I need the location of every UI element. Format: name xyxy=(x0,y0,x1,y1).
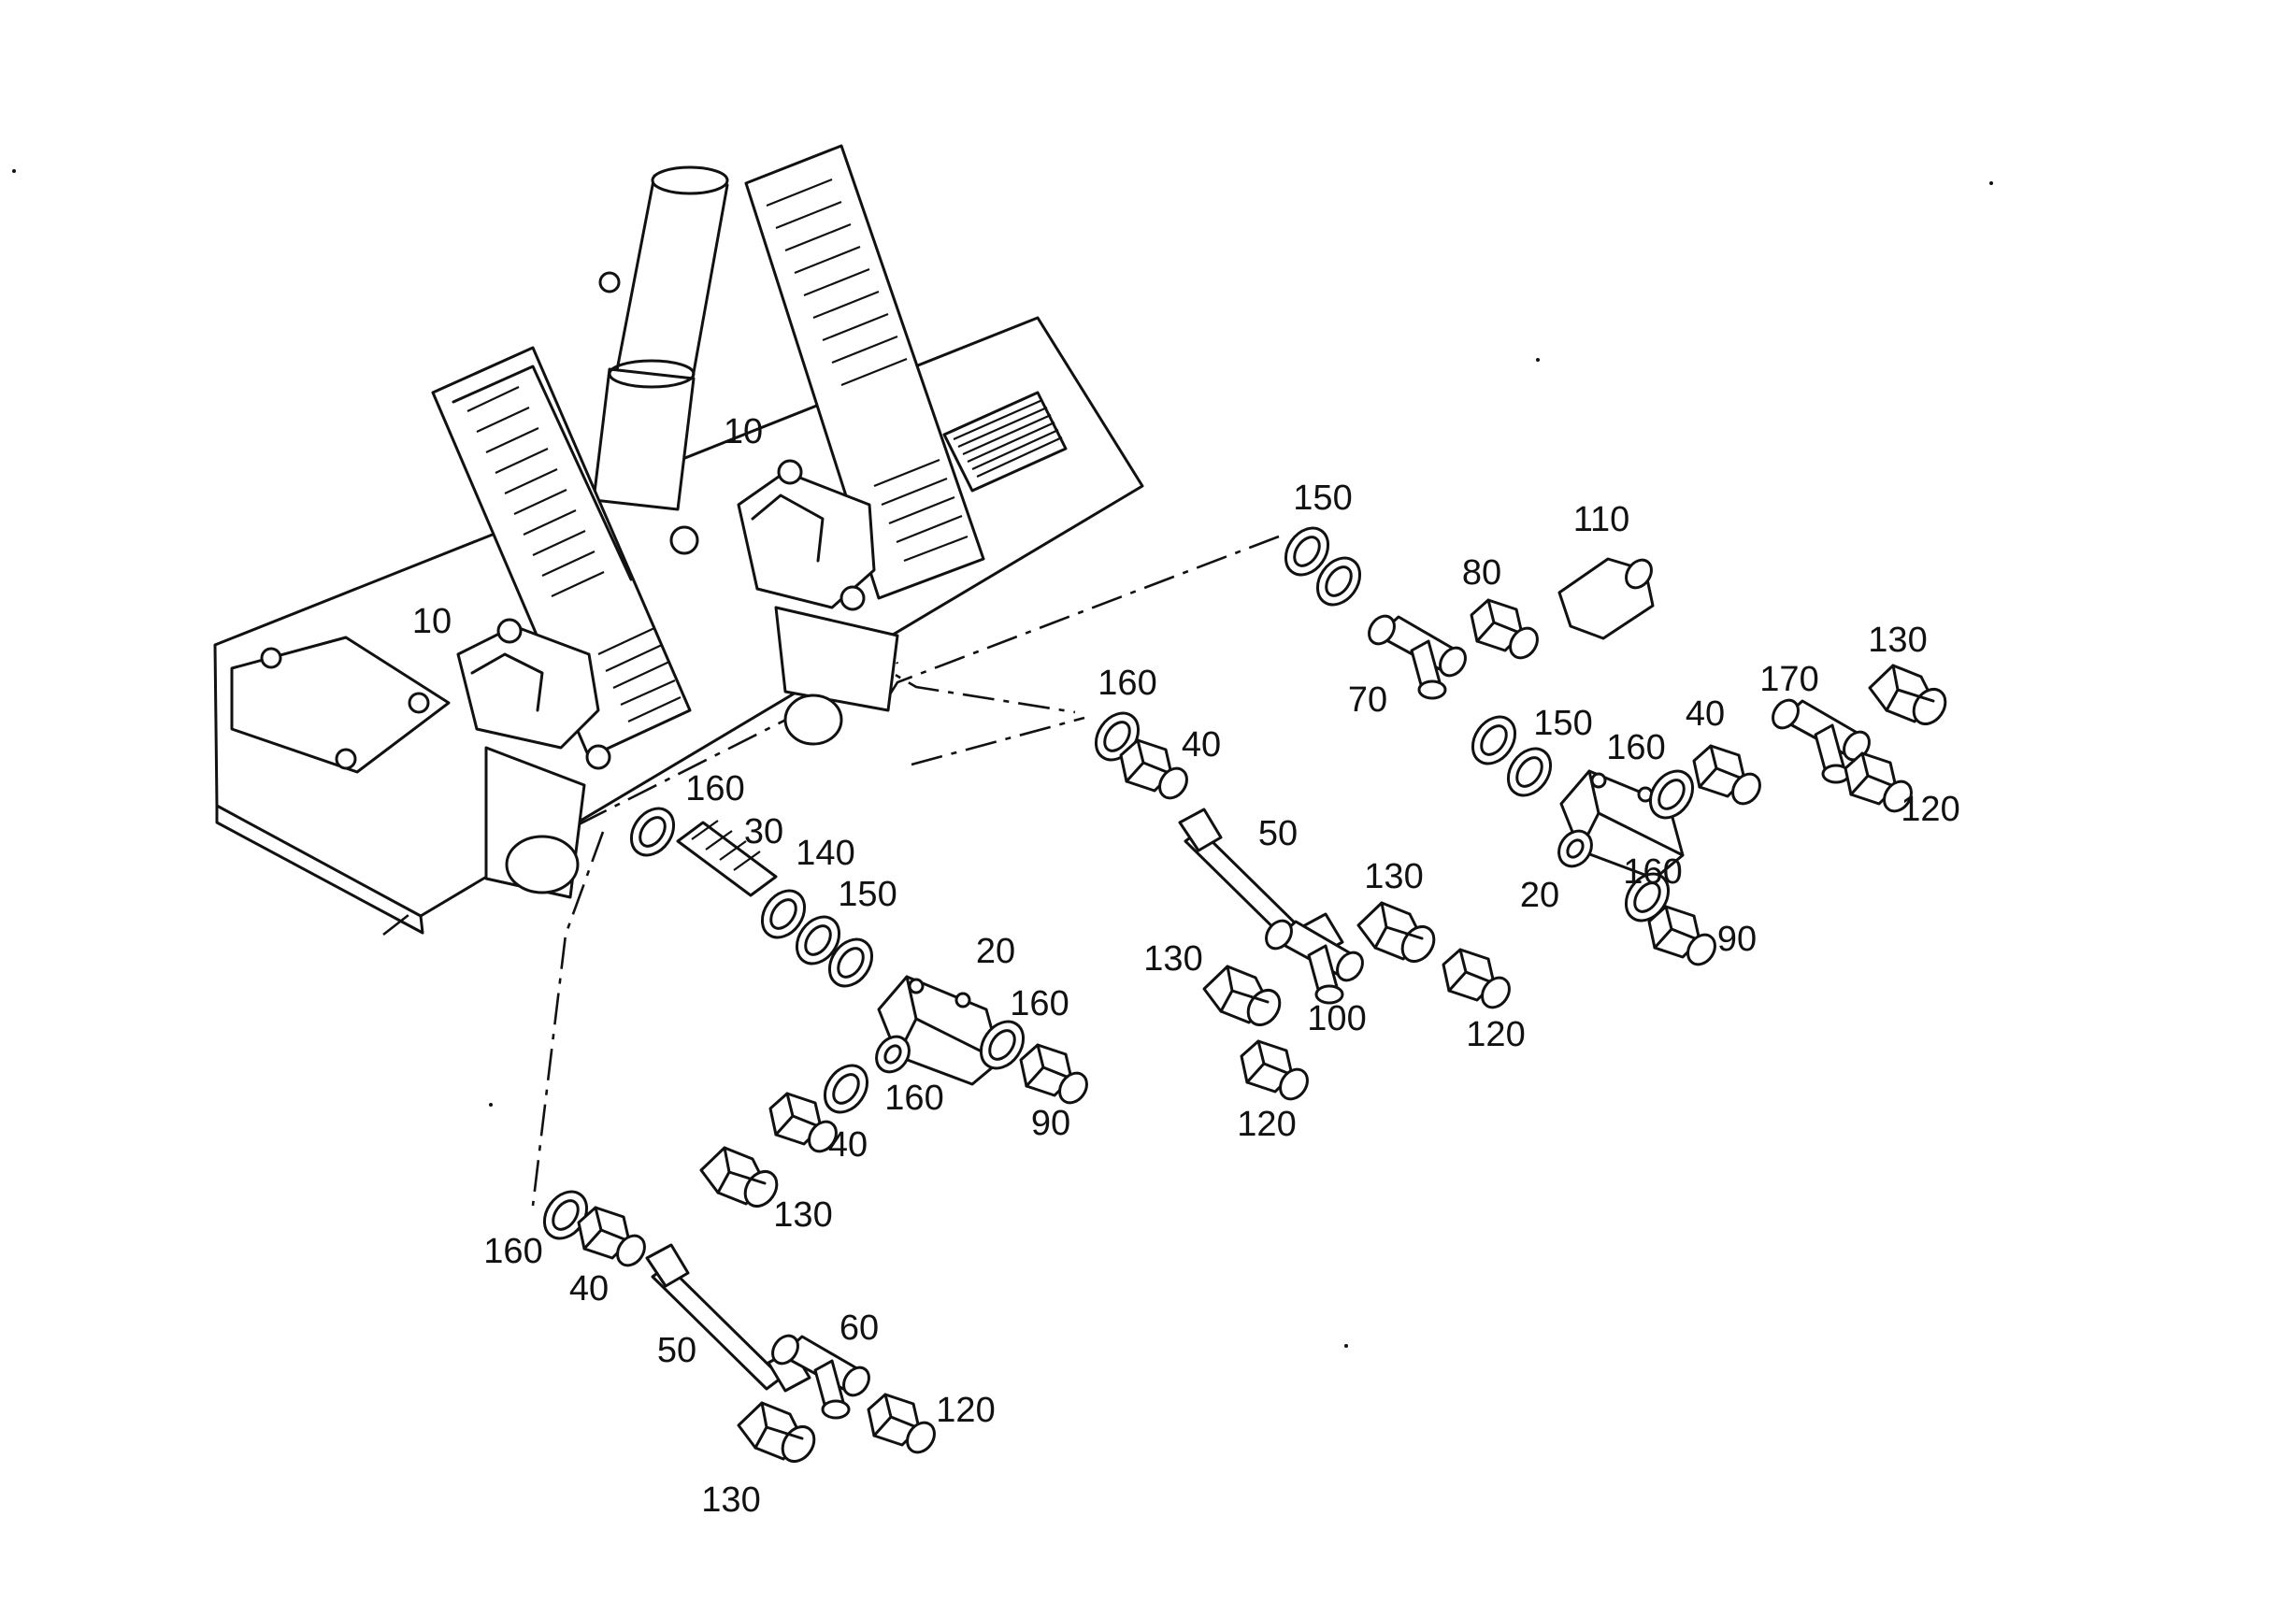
part-label: 130 xyxy=(1143,939,1203,979)
part-label: 150 xyxy=(1293,479,1353,518)
part-label: 30 xyxy=(743,812,784,851)
part-label: 100 xyxy=(1307,999,1367,1038)
part-label: 40 xyxy=(1181,725,1222,765)
part-label: 110 xyxy=(1572,500,1630,539)
part-label: 60 xyxy=(839,1309,880,1348)
part-label: 160 xyxy=(483,1232,543,1271)
part-label: 160 xyxy=(1010,984,1069,1023)
part-label: 40 xyxy=(827,1125,868,1165)
part-label: 40 xyxy=(1685,694,1726,734)
part-label: 160 xyxy=(1098,664,1157,703)
part-label: 130 xyxy=(1364,857,1424,896)
part-label: 120 xyxy=(1466,1015,1526,1054)
part-label: 70 xyxy=(1347,680,1388,720)
part-label: 80 xyxy=(1461,553,1502,593)
steering-column xyxy=(592,165,729,555)
part-30 xyxy=(676,821,778,897)
part-label: 40 xyxy=(568,1269,610,1309)
part-label: 90 xyxy=(1030,1104,1071,1143)
part-label: 120 xyxy=(936,1391,996,1430)
part-label: 140 xyxy=(796,834,855,873)
part-label: 160 xyxy=(1623,852,1683,892)
part-label: 20 xyxy=(975,932,1016,971)
part-label: 50 xyxy=(1257,814,1299,853)
part-label: 50 xyxy=(656,1331,697,1370)
pedal-left xyxy=(431,346,692,899)
part-label: 160 xyxy=(685,769,745,808)
part-label: 120 xyxy=(1237,1105,1297,1144)
part-label: 20 xyxy=(1519,876,1560,915)
part-label: 160 xyxy=(884,1079,944,1118)
part-label: 150 xyxy=(1533,704,1593,743)
part-label: 160 xyxy=(1606,728,1666,767)
part-label: 130 xyxy=(701,1480,761,1520)
part-label: 120 xyxy=(1901,790,1960,829)
pedal-right xyxy=(737,144,985,746)
part-label: 170 xyxy=(1759,660,1819,699)
part-label: 150 xyxy=(838,875,897,914)
part-label: 10 xyxy=(411,602,452,641)
part-label: 130 xyxy=(1868,621,1928,660)
part-label: 130 xyxy=(773,1195,833,1235)
part-label: 90 xyxy=(1716,920,1758,959)
part-label: 10 xyxy=(723,412,764,451)
